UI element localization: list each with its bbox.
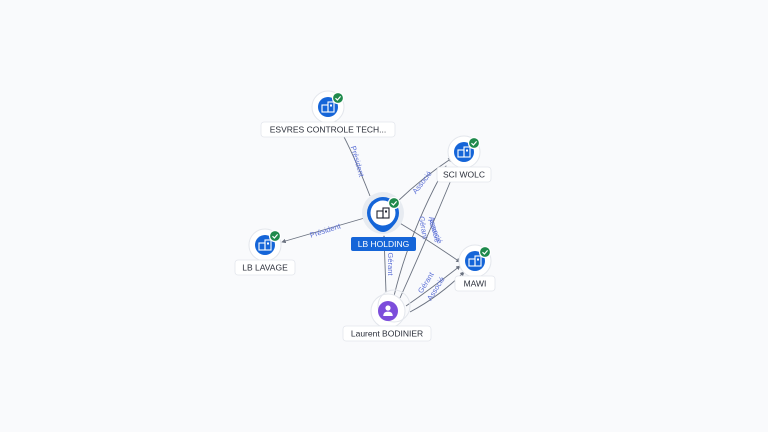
building-icon xyxy=(376,207,390,219)
node-label-lb-holding: LB HOLDING xyxy=(358,239,410,249)
check-icon xyxy=(482,250,489,255)
check-icon xyxy=(272,234,279,239)
verified-badge xyxy=(467,136,481,150)
check-icon xyxy=(471,141,478,146)
node-lb-lavage[interactable]: LB LAVAGE xyxy=(234,228,296,276)
building-icon xyxy=(258,239,272,251)
node-label-sci-wolc: SCI WOLC xyxy=(443,170,485,180)
check-icon xyxy=(335,96,342,101)
verified-badge xyxy=(478,245,492,259)
node-lb-holding[interactable]: LB HOLDING xyxy=(351,192,416,251)
building-icon xyxy=(468,255,482,267)
verified-badge xyxy=(387,196,401,210)
node-main-label-box xyxy=(351,237,416,251)
edge-label-gerant-lb-holding: Gérant xyxy=(386,253,395,277)
node-label-box xyxy=(436,166,492,183)
building-icon xyxy=(457,146,471,158)
person-icon xyxy=(383,305,393,316)
verified-badge xyxy=(268,229,282,243)
node-sci-wolc[interactable]: SCI WOLC xyxy=(436,135,492,183)
edge-label-gerant-sci-wolc: Gérant xyxy=(417,215,430,240)
node-label-lb-lavage: LB LAVAGE xyxy=(242,263,288,273)
node-label-box xyxy=(342,325,432,342)
check-icon xyxy=(391,201,398,206)
node-label-mawi: MAWI xyxy=(464,279,487,289)
building-icon xyxy=(321,101,335,113)
edge-label-president-esvres: Président xyxy=(349,145,367,179)
edge-label-associe-sci-wolc: Associé xyxy=(410,169,433,195)
node-label-laurent: Laurent BODINIER xyxy=(351,329,423,339)
edge-label-president-lb-lavage: Président xyxy=(309,221,343,240)
node-label-box xyxy=(234,259,296,276)
node-laurent-bodinier[interactable]: Laurent BODINIER xyxy=(342,289,432,342)
person-disc xyxy=(378,301,398,321)
verified-badge xyxy=(331,91,345,105)
node-label-box xyxy=(454,275,496,292)
node-halo-stack xyxy=(377,289,411,323)
node-label-esvres: ESVRES CONTROLE TECH... xyxy=(270,125,387,135)
node-label-box xyxy=(260,121,396,138)
node-mawi[interactable]: MAWI xyxy=(454,244,496,292)
node-esvres[interactable]: ESVRES CONTROLE TECH... xyxy=(260,90,396,138)
